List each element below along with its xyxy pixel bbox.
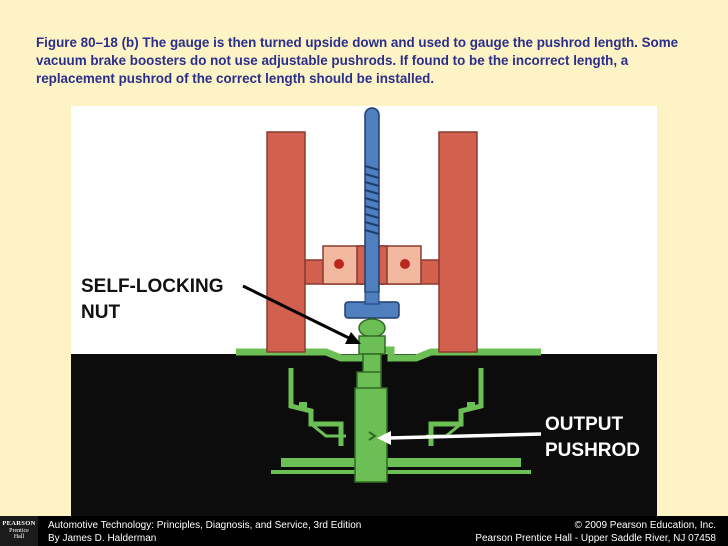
leader-arrows [242,284,542,445]
output-pushrod [354,318,388,483]
footer-author: By James D. Halderman [48,533,157,544]
label-output-pushrod-line1: OUTPUT [545,414,624,435]
footer-copyright: © 2009 Pearson Education, Inc. Pearson P… [475,519,716,545]
label-self-locking-nut-line2: NUT [81,302,120,323]
slide-footer: PEARSON Prentice Hall Automotive Technol… [0,516,728,546]
logo-line2: Prentice [9,528,29,534]
pearson-logo: PEARSON Prentice Hall [0,516,38,546]
figure-caption: Figure 80–18 (b) The gauge is then turne… [36,35,679,86]
footer-copyright-line: © 2009 Pearson Education, Inc. [574,520,716,531]
footer-book-title: Automotive Technology: Principles, Diagn… [48,520,362,531]
gauge-diagram: SELF-LOCKING NUT OUTPUT PUSHROD [71,107,657,516]
footer-book-info: Automotive Technology: Principles, Diagn… [48,519,361,545]
label-self-locking-nut-line1: SELF-LOCKING [81,276,224,297]
figure-illustration: SELF-LOCKING NUT OUTPUT PUSHROD [71,106,657,516]
label-output-pushrod-line2: PUSHROD [545,440,640,461]
footer-publisher-line: Pearson Prentice Hall - Upper Saddle Riv… [475,533,716,544]
logo-line3: Hall [13,534,25,540]
logo-line1: PEARSON [2,520,36,527]
adjusting-screw [344,107,400,319]
